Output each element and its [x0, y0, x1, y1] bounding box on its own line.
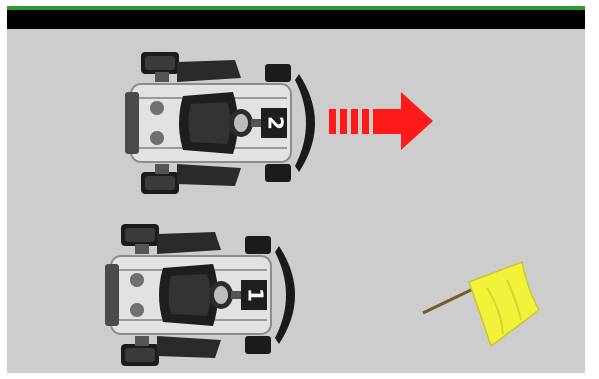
go-kart-icon: 1 [97, 220, 307, 370]
kart-number-label: 2 [264, 116, 288, 130]
yellow-flag-icon [417, 258, 547, 354]
kart-number-label: 1 [244, 288, 268, 302]
go-kart-icon: 2 [117, 48, 327, 198]
race-scene: 2 1 [7, 6, 585, 373]
top-header-bar [7, 10, 585, 29]
right-arrow-icon [329, 90, 433, 152]
